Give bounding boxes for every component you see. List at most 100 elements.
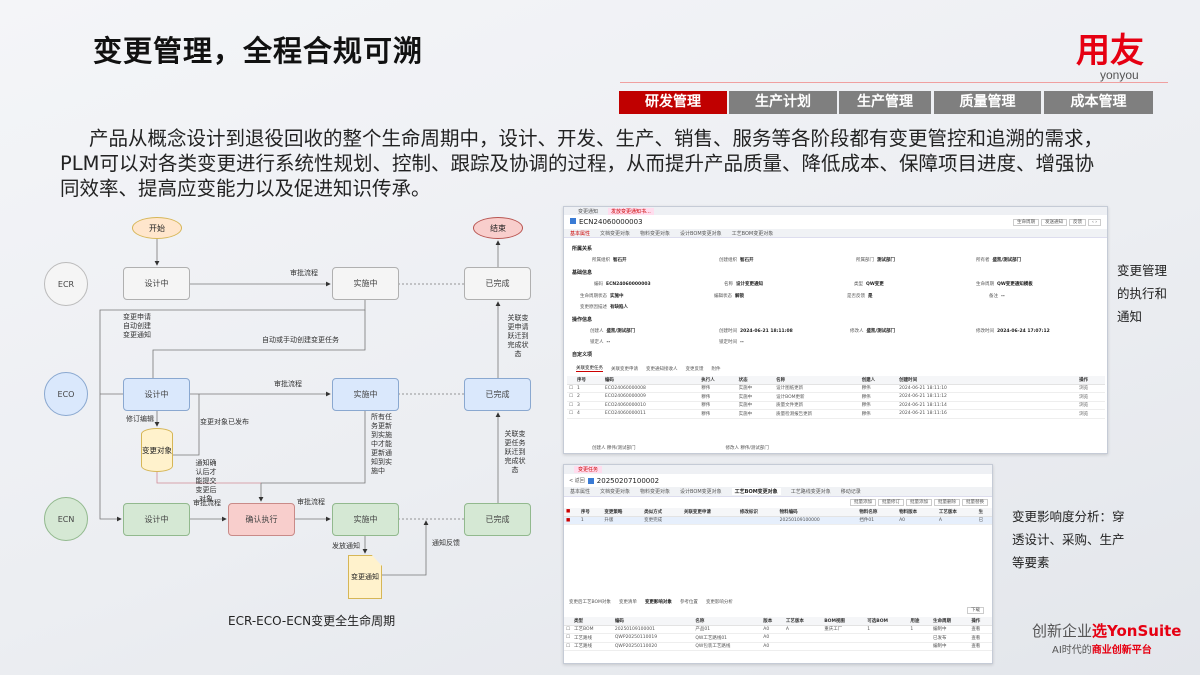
- field-value: 2024-06-21 18:11:08: [740, 329, 793, 334]
- row-checkbox[interactable]: ☐: [564, 642, 573, 651]
- cell: QW工艺路线01: [693, 633, 762, 643]
- select-all-checkbox[interactable]: ■: [564, 508, 579, 517]
- field-value: 智石开: [740, 258, 754, 263]
- table-tab[interactable]: 变更通知接收人: [646, 366, 678, 372]
- cell: 实施中: [736, 409, 775, 419]
- bottom-tab[interactable]: 变更后工艺BOM对象: [569, 600, 611, 605]
- cell: [865, 633, 909, 643]
- prev-next-button[interactable]: ‹ ›: [1087, 218, 1101, 226]
- view-link[interactable]: 浏览: [1077, 384, 1105, 393]
- cell: [737, 516, 778, 525]
- field-label: 修改时间: [976, 329, 994, 334]
- send-notice-button[interactable]: 发送通知: [1040, 218, 1067, 226]
- tab-production-mgmt[interactable]: 生产管理: [839, 91, 931, 114]
- col-header: 物料名称: [857, 508, 898, 517]
- field-label: 创建人: [590, 329, 604, 334]
- row-checkbox[interactable]: ☐: [564, 633, 573, 643]
- col-header: 修改标识: [737, 508, 778, 517]
- subtab[interactable]: 移动记录: [840, 489, 861, 495]
- row-checkbox[interactable]: ■: [564, 516, 579, 525]
- row-checkbox[interactable]: ☐: [567, 384, 576, 393]
- batch-button[interactable]: 批量删除: [934, 499, 960, 506]
- cell: A: [936, 516, 977, 525]
- cell: [822, 642, 866, 651]
- lane-eco: ECO: [44, 372, 88, 416]
- col-header: 版本: [761, 617, 784, 626]
- label-notify-confirm: 通知确认后才能提交变更后对象: [195, 459, 217, 503]
- col-header: 执行人: [699, 376, 737, 385]
- subtab[interactable]: 物料变更对象: [640, 489, 671, 495]
- tab-production-plan[interactable]: 生产计划: [729, 91, 837, 114]
- view-link[interactable]: 查看: [969, 633, 992, 643]
- batch-button[interactable]: 批量添加: [906, 499, 932, 506]
- section-title: 自定义项: [572, 352, 593, 358]
- subtab[interactable]: 设计BOM变更对象: [680, 230, 722, 237]
- subtab[interactable]: 工艺BOM变更对象: [731, 230, 774, 237]
- field-value: QW变更: [866, 282, 884, 287]
- bottom-tab[interactable]: 变更影响分析: [705, 600, 733, 605]
- view-link[interactable]: 浏览: [1077, 392, 1105, 402]
- table-tab[interactable]: 附件: [711, 366, 721, 372]
- tab-quality[interactable]: 质量管理: [934, 91, 1041, 114]
- cell: 工艺路线: [572, 633, 613, 643]
- row-checkbox[interactable]: ☐: [567, 401, 576, 410]
- cell: 重庆工厂: [822, 625, 866, 634]
- subtab[interactable]: 基本属性: [570, 230, 591, 237]
- table-tab[interactable]: 变更反馈: [685, 366, 704, 372]
- bottom-tab[interactable]: 参考位置: [679, 600, 698, 605]
- back-link[interactable]: < 返回: [569, 478, 585, 484]
- cell: 挡件01: [857, 516, 898, 525]
- subtab-active[interactable]: 工艺BOM变更对象: [731, 488, 781, 495]
- batch-button[interactable]: 批量修订: [878, 499, 904, 506]
- subtab[interactable]: 设计BOM变更对象: [680, 489, 722, 495]
- subtab[interactable]: 工艺路线变更对象: [790, 489, 831, 495]
- row-checkbox[interactable]: ☐: [567, 409, 576, 419]
- ecn-detail-screenshot: 变更通知 发放变更通知书... ECN24060000003 生命周期发送通知反…: [563, 206, 1108, 454]
- view-link[interactable]: 浏览: [1077, 401, 1105, 410]
- section-title: 操作信息: [572, 317, 593, 323]
- flow-caption: ECR-ECO-ECN变更全生命周期: [228, 614, 396, 628]
- tab-cost[interactable]: 成本管理: [1044, 91, 1153, 114]
- col-header: 序号: [575, 376, 603, 385]
- feedback-button[interactable]: 反馈: [1068, 218, 1086, 226]
- window-tab[interactable]: 变更通知: [578, 208, 599, 215]
- eco-implementing-node: 实施中: [332, 378, 399, 411]
- table-tab[interactable]: 关联变更任务: [576, 366, 603, 372]
- intro-line: PLM可以对各类变更进行系统性规划、控制、跟踪及协调的过程，从而提升产品质量、降…: [60, 152, 1094, 175]
- label-approve: 审批流程: [274, 380, 302, 388]
- lifecycle-button[interactable]: 生命周期: [1012, 218, 1039, 226]
- cell: [681, 516, 738, 525]
- view-link[interactable]: 浏览: [1077, 409, 1105, 419]
- window-tab-active[interactable]: 发放变更通知书...: [608, 207, 654, 215]
- batch-button[interactable]: 批量添加: [850, 499, 876, 506]
- row-checkbox[interactable]: ☐: [567, 392, 576, 402]
- tab-rd[interactable]: 研发管理: [619, 91, 727, 114]
- batch-button[interactable]: 批量替换: [962, 499, 988, 506]
- table-tab[interactable]: 关联变更申请: [611, 366, 638, 372]
- bottom-tab-active[interactable]: 变更影响对象: [644, 600, 672, 605]
- subtab[interactable]: 物料变更对象: [640, 230, 671, 237]
- col-header: 序号: [578, 508, 603, 517]
- row-checkbox[interactable]: ☐: [564, 625, 573, 634]
- view-link[interactable]: 查看: [969, 625, 992, 634]
- subtab[interactable]: 基本属性: [570, 489, 591, 495]
- subtab[interactable]: 文档变更对象: [600, 230, 631, 237]
- field-value: 盛凯/测试部门: [606, 329, 636, 334]
- subtab[interactable]: 文档变更对象: [600, 489, 631, 495]
- bottom-tab[interactable]: 变更清单: [618, 600, 637, 605]
- cell: 20250109100001: [612, 625, 694, 634]
- view-link[interactable]: 查看: [969, 642, 992, 651]
- intro-paragraph: 产品从概念设计到退役回收的整个生命周期中，设计、开发、生产、销售、服务等各阶段都…: [60, 126, 1103, 201]
- download-button[interactable]: 下载: [967, 607, 984, 614]
- window-tab-active[interactable]: 变更任务: [574, 466, 603, 473]
- eco-done-node: 已完成: [464, 378, 531, 411]
- ecr-implementing-node: 实施中: [332, 267, 399, 300]
